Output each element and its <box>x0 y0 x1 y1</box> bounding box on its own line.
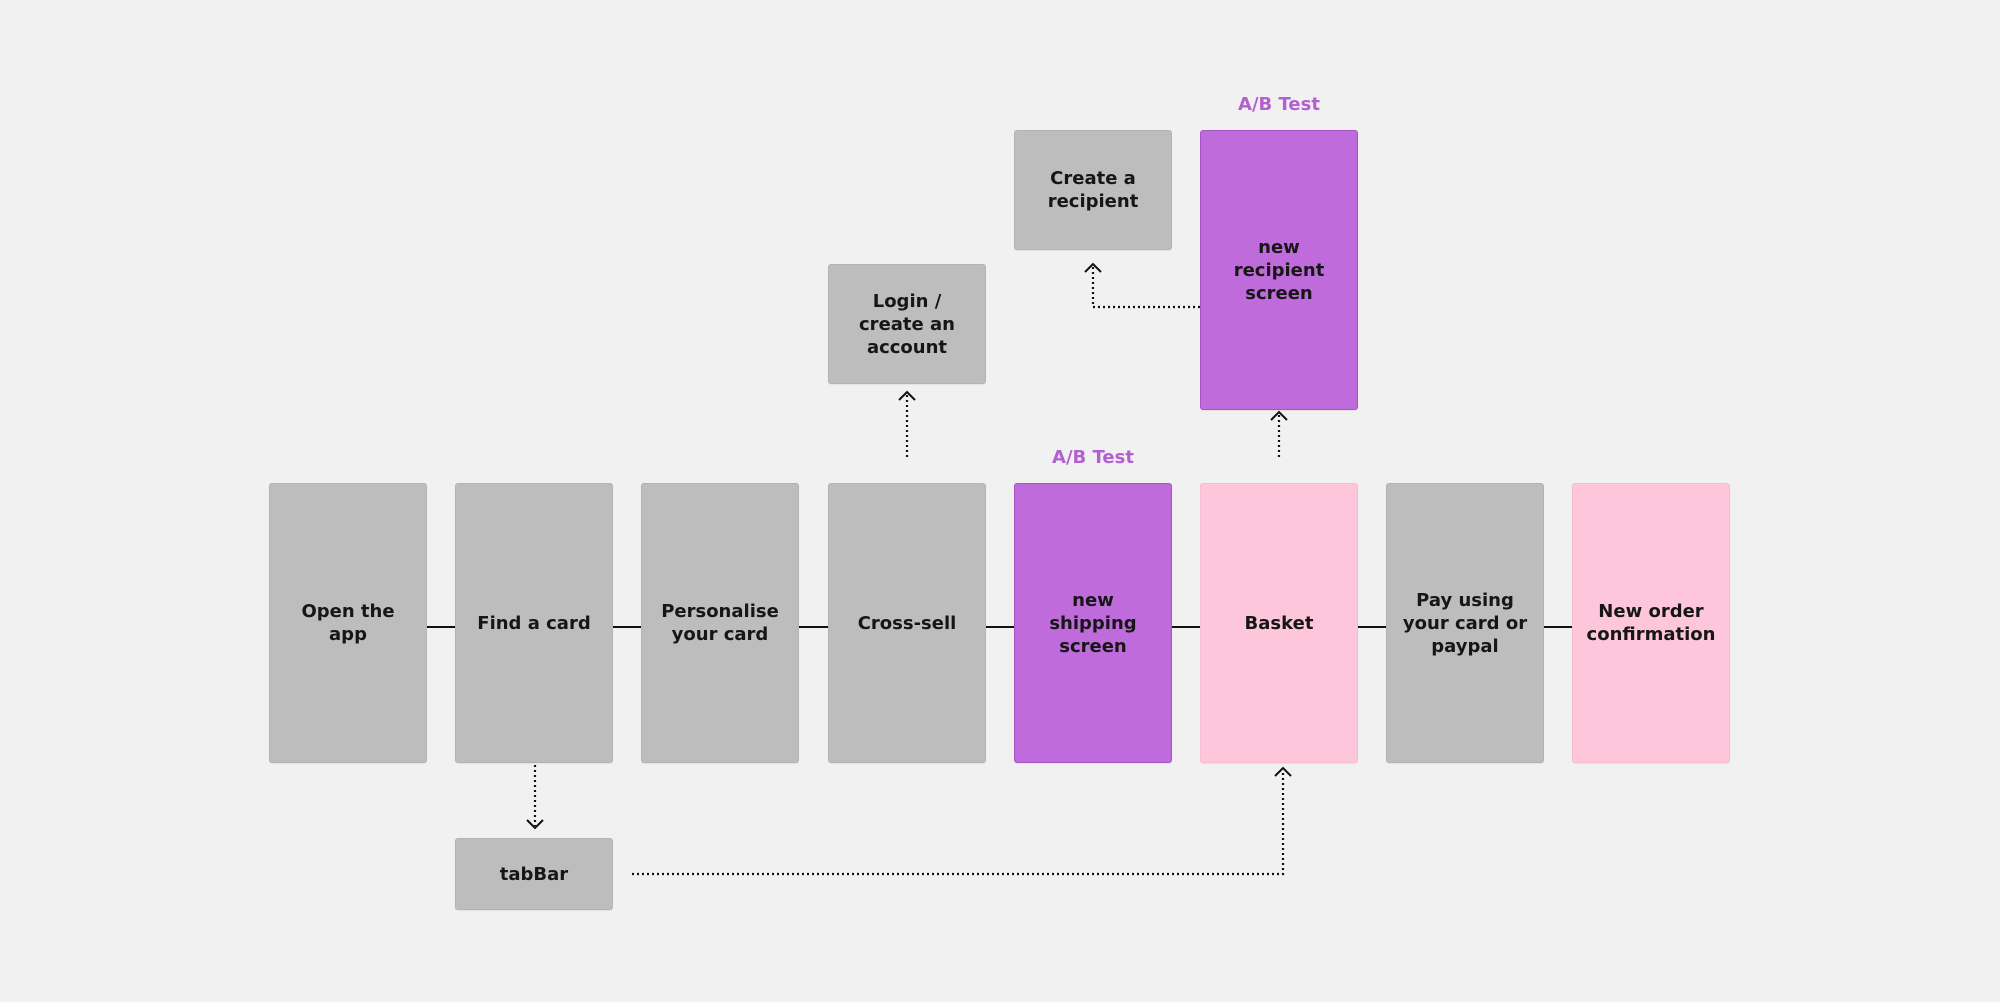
node-new-recipient-screen-label: new recipient screen <box>1233 236 1325 304</box>
node-new-shipping-screen[interactable]: new shipping screen <box>1014 483 1172 763</box>
node-new-shipping-screen-label: new shipping screen <box>1049 589 1137 657</box>
node-basket-label: Basket <box>1244 612 1314 634</box>
node-find-card[interactable]: Find a card <box>455 483 613 763</box>
node-open-app[interactable]: Open the app <box>269 483 427 763</box>
ab-test-label-recipient: A/B Test <box>1238 94 1320 115</box>
node-open-app-label: Open the app <box>301 601 395 645</box>
node-new-order-confirmation-label: New order confirmation <box>1586 601 1716 645</box>
node-login-label: Login / create an account <box>859 290 955 358</box>
node-pay-label: Pay using your card or paypal <box>1402 589 1528 657</box>
arrowhead-basket <box>1274 766 1292 777</box>
node-create-recipient-label: Create a recipient <box>1047 168 1139 212</box>
ab-test-label-shipping: A/B Test <box>1052 447 1134 468</box>
node-cross-sell-label: Cross-sell <box>857 612 957 634</box>
node-login[interactable]: Login / create an account <box>828 264 986 384</box>
node-tabbar[interactable]: tabBar <box>455 838 613 910</box>
node-basket[interactable]: Basket <box>1200 483 1358 763</box>
connector-tabbar-basket <box>632 770 1285 876</box>
node-tabbar-label: tabBar <box>499 863 569 885</box>
node-find-card-label: Find a card <box>477 612 591 634</box>
arrowhead-tabbar <box>526 819 544 830</box>
connector-newrecipient-createrecipient <box>1091 266 1200 309</box>
node-personalise[interactable]: Personalise your card <box>641 483 799 763</box>
node-cross-sell[interactable]: Cross-sell <box>828 483 986 763</box>
node-new-recipient-screen[interactable]: new recipient screen <box>1200 130 1358 410</box>
arrowhead-newrecipient <box>1270 410 1288 421</box>
node-personalise-label: Personalise your card <box>661 601 779 645</box>
node-create-recipient[interactable]: Create a recipient <box>1014 130 1172 250</box>
arrowhead-login <box>898 390 916 401</box>
node-pay[interactable]: Pay using your card or paypal <box>1386 483 1544 763</box>
arrowhead-createrecipient <box>1084 262 1102 273</box>
node-new-order-confirmation[interactable]: New order confirmation <box>1572 483 1730 763</box>
